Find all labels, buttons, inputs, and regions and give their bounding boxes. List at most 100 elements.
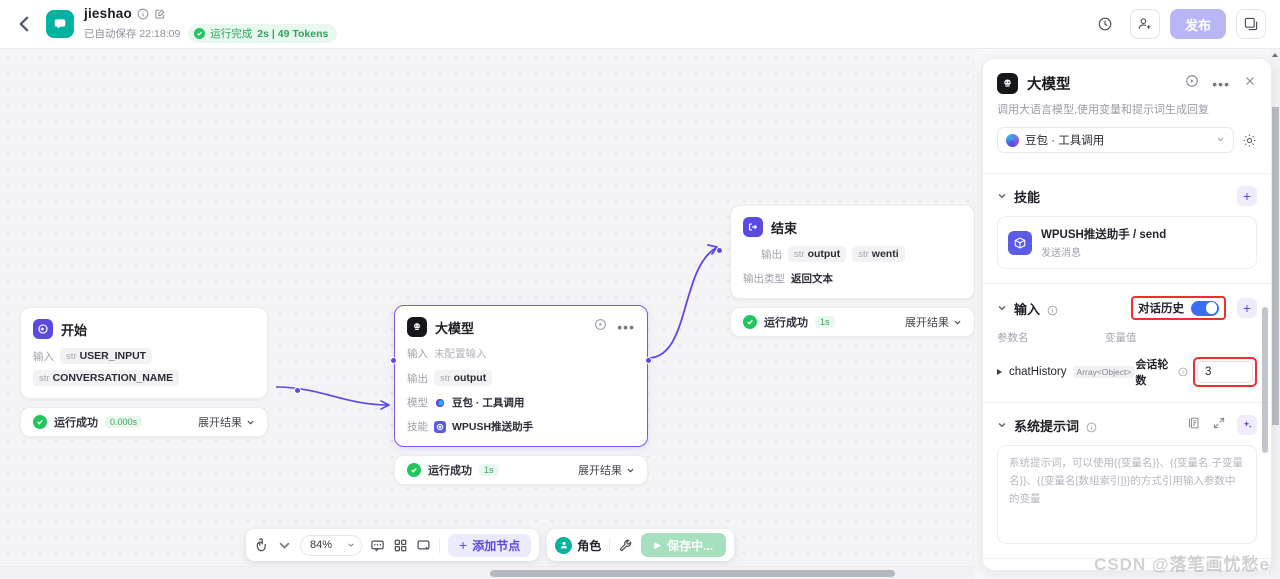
check-icon xyxy=(407,463,421,477)
section-skills: 技能 + WPUSH推送助手 / send 发送消息 xyxy=(983,173,1271,283)
grid-layout-icon[interactable] xyxy=(393,538,408,553)
ellipsis-icon[interactable]: ••• xyxy=(617,319,635,335)
model-select[interactable]: 豆包 · 工具调用 xyxy=(997,127,1234,154)
expand-arrows-icon[interactable] xyxy=(1212,416,1226,435)
check-icon xyxy=(194,28,206,39)
expand-result-button[interactable]: 展开结果 xyxy=(905,314,962,330)
plus-icon: + xyxy=(459,537,468,553)
chevron-down-icon[interactable] xyxy=(997,420,1007,430)
scrollbar-thumb[interactable] xyxy=(490,570,895,577)
info-circle-icon[interactable] xyxy=(137,8,149,20)
status-duration: 0.000s xyxy=(105,416,143,428)
model-name: 豆包 · 工具调用 xyxy=(1025,135,1105,148)
edit-square-icon[interactable] xyxy=(154,8,166,20)
node-card-end[interactable]: 结束 输出 str output str wenti 输出类型 返回文本 xyxy=(730,205,975,299)
zoom-level-select[interactable]: 84% xyxy=(300,534,362,556)
scrollbar-thumb[interactable] xyxy=(1261,307,1268,453)
info-circle-icon[interactable] xyxy=(1047,303,1058,315)
page-title: jieshao xyxy=(84,6,132,21)
rounds-input[interactable] xyxy=(1197,361,1253,383)
toolbar-divider xyxy=(609,537,611,553)
back-button[interactable] xyxy=(14,13,36,35)
chevron-down-icon xyxy=(1216,131,1225,149)
page-vertical-scrollbar[interactable] xyxy=(1269,49,1280,579)
node-card-start[interactable]: 开始 输入 str USER_INPUT str CONVERSATION_NA… xyxy=(20,307,268,399)
skill-item[interactable]: WPUSH推送助手 / send 发送消息 xyxy=(997,216,1257,269)
app-header: jieshao 已自动保存 22:18:09 运行完成 2s | 49 Toke… xyxy=(0,0,1280,49)
screen-icon[interactable] xyxy=(416,538,431,553)
chevron-down-icon[interactable] xyxy=(997,191,1007,201)
chat-history-toggle[interactable] xyxy=(1191,300,1219,316)
node-row-label: 技能 xyxy=(407,421,428,433)
workflow-canvas[interactable]: 开始 输入 str USER_INPUT str CONVERSATION_NA… xyxy=(0,49,975,579)
node-row-value: 豆包 · 工具调用 xyxy=(452,397,525,409)
chevron-down-icon xyxy=(247,420,254,424)
play-circle-icon[interactable] xyxy=(1185,74,1199,93)
ellipsis-icon[interactable]: ••• xyxy=(1212,75,1230,92)
mouse-pointer-icon[interactable] xyxy=(254,537,269,553)
node-status-start: 运行成功 0.000s 展开结果 xyxy=(20,407,268,437)
scrollbar-thumb[interactable] xyxy=(1270,107,1279,425)
node-row-output: 输出 str output xyxy=(407,370,635,386)
check-icon xyxy=(33,415,47,429)
node-row-value: 返回文本 xyxy=(791,273,833,285)
role-button[interactable]: 角色 xyxy=(555,536,602,554)
node-row-label: 输入 xyxy=(407,348,428,360)
column-header-param: 参数名 xyxy=(997,332,1029,344)
node-row-output: 输出 str output str wenti xyxy=(743,246,962,262)
add-skill-button[interactable]: + xyxy=(1237,186,1257,206)
play-circle-icon[interactable] xyxy=(594,318,607,336)
expand-result-label: 展开结果 xyxy=(905,317,949,329)
rounds-label-group: 会话轮数 xyxy=(1135,356,1188,388)
header-actions: 发布 xyxy=(1090,9,1266,39)
add-user-icon[interactable] xyxy=(1130,9,1160,39)
input-port[interactable] xyxy=(390,357,397,364)
node-card-llm[interactable]: 大模型 ••• 输入 未配置输入 输出 str xyxy=(394,305,648,447)
expand-result-button[interactable]: 展开结果 xyxy=(578,462,635,478)
copy-icon[interactable] xyxy=(1187,416,1201,435)
copy-window-icon[interactable] xyxy=(1236,9,1266,39)
clock-history-icon[interactable] xyxy=(1090,9,1120,39)
user-avatar-icon xyxy=(555,536,573,554)
add-node-button[interactable]: + 添加节点 xyxy=(448,533,532,557)
close-icon[interactable] xyxy=(1243,74,1257,93)
node-row-input: 输入 str USER_INPUT str CONVERSATION_NAME xyxy=(33,348,255,386)
input-port[interactable] xyxy=(716,247,723,254)
output-port[interactable] xyxy=(645,357,652,364)
comment-icon[interactable] xyxy=(370,538,385,553)
coze-logo-icon xyxy=(46,10,74,38)
expand-triangle-icon[interactable] xyxy=(997,369,1002,375)
info-circle-icon[interactable] xyxy=(1086,420,1097,432)
cursor-mode-caret-icon[interactable] xyxy=(277,538,292,553)
expand-result-button[interactable]: 展开结果 xyxy=(198,414,255,430)
save-label: 保存中... xyxy=(667,538,714,553)
system-prompt-input[interactable]: 系统提示词，可以使用{{变量名}}、{{变量名.子变量名}}、{{变量名[数组索… xyxy=(997,445,1257,544)
section-input: 输入 对话历史 + 参数名 变量值 xyxy=(983,283,1271,402)
publish-button[interactable]: 发布 xyxy=(1170,9,1226,39)
chevron-down-icon[interactable] xyxy=(997,303,1007,313)
info-circle-icon[interactable] xyxy=(1178,367,1188,378)
check-icon xyxy=(743,315,757,329)
role-label: 角色 xyxy=(577,538,602,553)
status-text: 运行成功 xyxy=(54,417,98,429)
output-port[interactable] xyxy=(294,387,301,394)
status-duration: 1s xyxy=(479,464,499,476)
node-end[interactable]: 结束 输出 str output str wenti 输出类型 返回文本 xyxy=(716,205,975,337)
node-row-output-type: 输出类型 返回文本 xyxy=(743,271,962,286)
panel-vertical-scrollbar[interactable] xyxy=(1259,117,1270,570)
chevron-down-icon xyxy=(954,320,961,324)
node-llm[interactable]: 大模型 ••• 输入 未配置输入 输出 str xyxy=(390,305,652,485)
gear-icon[interactable] xyxy=(1242,133,1257,148)
sparkle-icon[interactable] xyxy=(1237,415,1257,435)
node-row-input: 输入 未配置输入 xyxy=(407,346,635,361)
canvas-toolbar: 84% + 添加节点 角色 xyxy=(246,529,735,561)
add-input-param-button[interactable]: + xyxy=(1237,298,1257,318)
scroll-up-arrow-icon[interactable] xyxy=(1272,53,1278,57)
status-duration: 1s xyxy=(815,316,835,328)
panel-body: 技能 + WPUSH推送助手 / send 发送消息 xyxy=(983,173,1271,570)
node-status-end: 运行成功 1s 展开结果 xyxy=(730,307,975,337)
node-row-label: 模型 xyxy=(407,397,428,409)
node-start[interactable]: 开始 输入 str USER_INPUT str CONVERSATION_NA… xyxy=(20,307,301,437)
wrench-icon[interactable] xyxy=(618,538,633,553)
canvas-horizontal-scrollbar[interactable] xyxy=(0,566,975,579)
